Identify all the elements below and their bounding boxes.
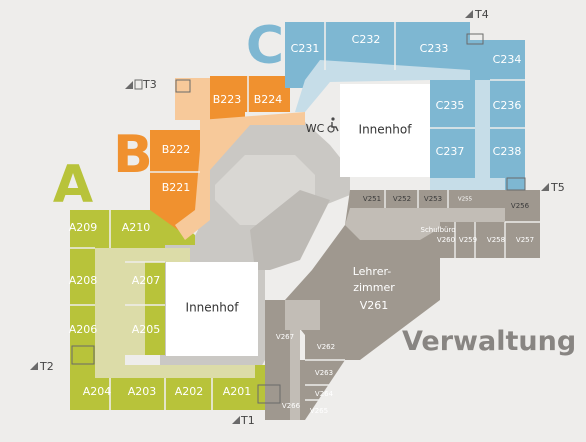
- wing-b: [150, 76, 305, 240]
- room-c238: C238: [493, 145, 522, 158]
- room-v264: V264: [315, 390, 334, 398]
- room-v251: V251: [363, 195, 381, 203]
- courtyard-east: [340, 84, 430, 177]
- stairs-icon: [30, 10, 549, 424]
- stair-markers: [71, 33, 526, 404]
- wing-c-letter: C: [246, 16, 284, 76]
- courtyard-west-label: Innenhof: [186, 301, 240, 315]
- wing-a: [70, 210, 265, 410]
- room-c236: C236: [493, 99, 522, 112]
- stair-t4-label: T4: [474, 8, 489, 21]
- room-a202: A202: [175, 385, 204, 398]
- staff-room-label-line1: Lehrer-: [353, 265, 392, 278]
- administration-label: Verwaltung: [402, 326, 576, 357]
- room-c233: C233: [420, 42, 449, 55]
- room-v260: V260: [437, 236, 455, 244]
- room-v262: V262: [317, 343, 335, 351]
- administration-block: [265, 190, 540, 420]
- room-b224: B224: [254, 93, 283, 106]
- room-a201: A201: [223, 385, 252, 398]
- stair-t2-label: T2: [39, 360, 54, 373]
- elevator-icon: [134, 79, 143, 90]
- courtyard-east-label: Innenhof: [359, 123, 413, 137]
- room-a204: A204: [83, 385, 112, 398]
- wc-label: WC: [306, 122, 325, 135]
- room-a206: A206: [69, 323, 98, 336]
- staff-room-label-line2: zimmer: [353, 281, 395, 294]
- room-v255: V255: [458, 197, 473, 203]
- room-a209: A209: [69, 221, 98, 234]
- room-a208: A208: [69, 274, 98, 287]
- room-v267: V267: [276, 333, 294, 341]
- room-a205: A205: [132, 323, 161, 336]
- room-c237: C237: [436, 145, 465, 158]
- room-c232: C232: [352, 33, 381, 46]
- staff-room-number: V261: [360, 299, 389, 312]
- courtyard-west: [166, 262, 258, 356]
- room-v259: V259: [459, 236, 477, 244]
- room-b221: B221: [162, 181, 191, 194]
- room-v266: V266: [282, 402, 301, 410]
- room-v252: V252: [393, 195, 411, 203]
- stair-t3-label: T3: [142, 78, 157, 91]
- room-v253: V253: [424, 195, 442, 203]
- wing-b-letter: B: [113, 125, 153, 185]
- room-v257: V257: [516, 236, 534, 244]
- room-b222: B222: [162, 143, 191, 156]
- room-c234: C234: [493, 53, 522, 66]
- room-schulbuero: Schulbüro: [421, 226, 456, 234]
- room-c235: C235: [436, 99, 465, 112]
- stair-t1-label: T1: [240, 414, 255, 427]
- wing-c: [285, 22, 525, 198]
- room-a203: A203: [128, 385, 157, 398]
- room-v256: V256: [511, 202, 530, 210]
- room-a207: A207: [132, 274, 161, 287]
- wheelchair-icon: [327, 117, 339, 133]
- room-a210: A210: [122, 221, 151, 234]
- room-v263: V263: [315, 369, 333, 377]
- room-b223: B223: [213, 93, 242, 106]
- room-v258: V258: [487, 236, 505, 244]
- stair-t5-label: T5: [550, 181, 565, 194]
- room-v265: V265: [310, 407, 328, 415]
- room-c231: C231: [291, 42, 320, 55]
- wing-a-letter: A: [53, 155, 93, 215]
